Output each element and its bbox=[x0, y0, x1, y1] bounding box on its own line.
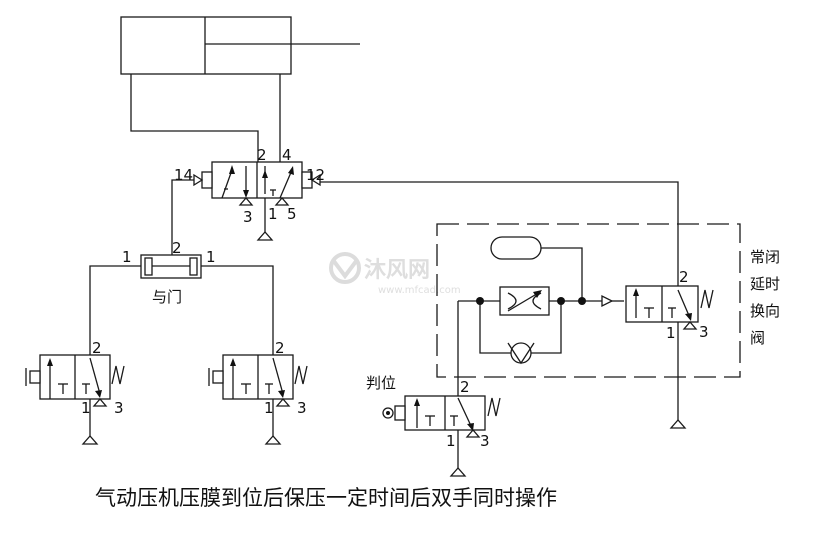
cylinder-barrel bbox=[120, 16, 292, 75]
port-5: 5 bbox=[287, 205, 297, 223]
left-push-button-icon[interactable] bbox=[29, 370, 41, 384]
port-4: 4 bbox=[282, 146, 292, 164]
watermark-brand: 沐风网 bbox=[364, 258, 430, 283]
svg-text:阀: 阀 bbox=[750, 329, 765, 347]
delay-3-2-valve: 2 1 3 bbox=[625, 268, 714, 429]
pilot-12-line bbox=[320, 181, 679, 290]
svg-text:换向: 换向 bbox=[750, 302, 780, 320]
cylinder-supply-lines bbox=[130, 74, 281, 162]
and-gate-label: 与门 bbox=[152, 288, 182, 306]
main-5-2-valve: 14 12 2 4 3 1 5 bbox=[174, 146, 325, 241]
position-valve-port-1: 1 bbox=[446, 432, 456, 450]
port-1: 1 bbox=[268, 205, 278, 223]
air-reservoir bbox=[490, 236, 542, 260]
position-valve-port-2: 2 bbox=[460, 378, 470, 396]
delay-valve-label: 常闭 延时 换向 阀 bbox=[750, 248, 780, 347]
delay-valve-internals bbox=[457, 236, 624, 377]
svg-text:常闭: 常闭 bbox=[750, 248, 780, 266]
double-acting-cylinder bbox=[120, 16, 360, 75]
right-hand-button-valve[interactable]: 2 1 3 bbox=[208, 339, 308, 445]
position-detection-valve: 2 1 3 判位 bbox=[366, 374, 501, 477]
right-button-port-3: 3 bbox=[297, 399, 307, 417]
delay-valve-boundary bbox=[436, 223, 741, 378]
watermark: 沐风网 www.mfcad.com bbox=[329, 252, 461, 296]
delay-valve-port-3: 3 bbox=[699, 323, 709, 341]
diagram-caption: 气动压机压膜到位后保压一定时间后双手同时操作 bbox=[95, 486, 557, 510]
port-3: 3 bbox=[243, 208, 253, 226]
left-button-port-2: 2 bbox=[92, 339, 102, 357]
position-valve-label: 判位 bbox=[366, 374, 396, 392]
and-gate-out: 2 bbox=[172, 239, 182, 257]
pilot-14-line bbox=[171, 179, 194, 255]
port-12: 12 bbox=[306, 166, 325, 184]
and-gate-right-in: 1 bbox=[206, 248, 216, 266]
right-button-port-2: 2 bbox=[275, 339, 285, 357]
position-valve-port-3: 3 bbox=[480, 432, 490, 450]
watermark-url: www.mfcad.com bbox=[378, 285, 461, 296]
watermark-logo-icon bbox=[329, 252, 361, 284]
port-2: 2 bbox=[257, 146, 267, 164]
and-gate-left-in: 1 bbox=[122, 248, 132, 266]
left-hand-button-valve[interactable]: 2 1 3 bbox=[25, 339, 125, 445]
right-push-button-icon[interactable] bbox=[212, 370, 224, 384]
port-14: 14 bbox=[174, 166, 193, 184]
left-button-port-1: 1 bbox=[81, 399, 91, 417]
delay-valve-port-1: 1 bbox=[666, 324, 676, 342]
svg-text:延时: 延时 bbox=[750, 275, 780, 293]
right-button-port-1: 1 bbox=[264, 399, 274, 417]
delay-valve-port-2: 2 bbox=[679, 268, 689, 286]
and-gate: 1 1 2 与门 bbox=[89, 239, 274, 355]
roller-icon bbox=[382, 407, 394, 419]
left-button-port-3: 3 bbox=[114, 399, 124, 417]
